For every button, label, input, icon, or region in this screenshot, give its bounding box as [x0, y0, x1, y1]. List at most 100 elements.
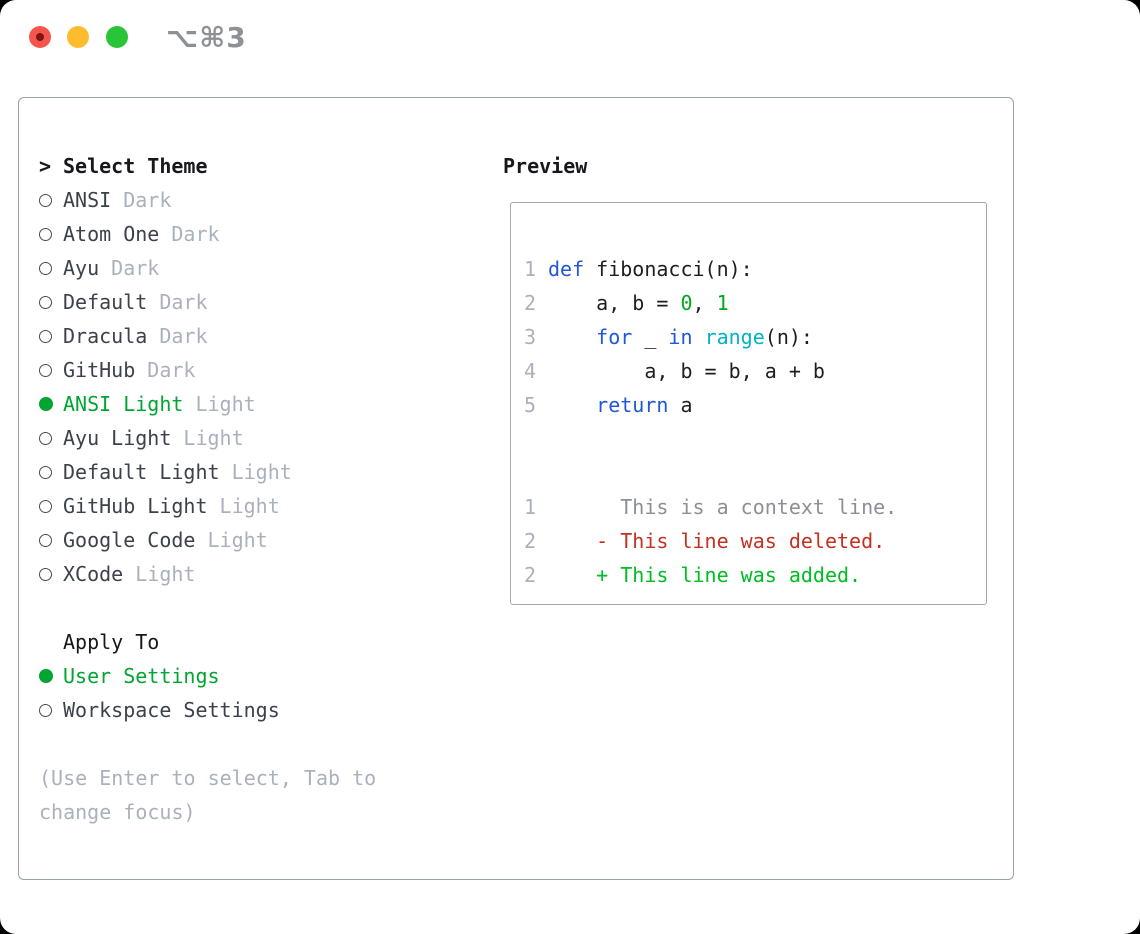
titlebar: ⌥⌘3	[0, 0, 1140, 64]
option-variant-tag: Light	[207, 494, 280, 518]
radio-selected-icon	[39, 397, 63, 411]
close-button[interactable]	[29, 26, 51, 48]
code-line: 4 a, b = b, a + b	[524, 354, 897, 388]
apply-to-option[interactable]: Workspace Settings	[39, 693, 439, 727]
code-line: 3 for _ in range(n):	[524, 320, 897, 354]
token-ctx: This is a context line.	[548, 495, 898, 519]
preview-heading: Preview	[503, 154, 588, 178]
spacer	[39, 591, 439, 625]
theme-list-heading: > Select Theme	[39, 149, 439, 183]
option-label: Ayu Light	[63, 426, 172, 450]
radio-unselected-icon	[39, 261, 63, 275]
radio-unselected-icon	[39, 499, 63, 513]
radio-unselected-icon	[39, 295, 63, 309]
line-number: 1	[524, 495, 537, 519]
token-add: + This line was added.	[548, 563, 862, 587]
option-variant-tag: Dark	[135, 358, 196, 382]
code-line	[524, 456, 897, 490]
option-label: Dracula	[63, 324, 148, 348]
apply-to-label: Apply To	[63, 630, 160, 654]
option-label: XCode	[63, 562, 124, 586]
option-variant-tag: Dark	[147, 290, 208, 314]
option-label: ANSI	[63, 188, 112, 212]
theme-option[interactable]: GitHub Light Light	[39, 489, 439, 523]
option-variant-tag: Light	[195, 528, 268, 552]
radio-unselected-icon	[39, 567, 63, 581]
option-variant-tag: Dark	[99, 256, 160, 280]
theme-option[interactable]: Dracula Dark	[39, 319, 439, 353]
option-label: Atom One	[63, 222, 160, 246]
theme-option[interactable]: Default Dark	[39, 285, 439, 319]
token-kw: def	[548, 257, 585, 281]
option-variant-tag: Dark	[111, 188, 172, 212]
token-pl: _	[632, 325, 669, 349]
apply-to-option[interactable]: User Settings	[39, 659, 439, 693]
option-variant-tag: Light	[123, 562, 196, 586]
token-pl: ,	[692, 291, 717, 315]
theme-option[interactable]: Ayu Light Light	[39, 421, 439, 455]
option-label: Workspace Settings	[63, 698, 280, 722]
theme-option[interactable]: XCode Light	[39, 557, 439, 591]
token-pl	[548, 325, 596, 349]
code-line: 2 a, b = 0, 1	[524, 286, 897, 320]
line-number: 4	[524, 359, 537, 383]
token-kw: return	[596, 393, 669, 417]
line-number: 5	[524, 393, 537, 417]
code-line: 2 + This line was added.	[524, 558, 897, 592]
minimize-button[interactable]	[67, 26, 89, 48]
token-kw: in	[668, 325, 693, 349]
zoom-button[interactable]	[106, 26, 128, 48]
token-num: 0	[680, 291, 693, 315]
line-number: 2	[524, 291, 537, 315]
line-number: 1	[524, 257, 537, 281]
code-line	[524, 422, 897, 456]
help-text: (Use Enter to select, Tab to change focu…	[39, 766, 377, 824]
token-pl	[693, 325, 705, 349]
code-line: 1 This is a context line.	[524, 490, 897, 524]
theme-option[interactable]: ANSI Light Light	[39, 387, 439, 421]
theme-option[interactable]: Google Code Light	[39, 523, 439, 557]
option-label: Google Code	[63, 528, 196, 552]
option-variant-tag: Dark	[159, 222, 220, 246]
option-label: Default	[63, 290, 148, 314]
option-label: GitHub	[63, 358, 136, 382]
theme-option[interactable]: Default Light Light	[39, 455, 439, 489]
apply-to-heading: Apply To	[39, 625, 439, 659]
keyboard-shortcut-label: ⌥⌘3	[166, 21, 247, 54]
option-label: User Settings	[63, 664, 220, 688]
spacer	[39, 727, 439, 761]
theme-option[interactable]: Atom One Dark	[39, 217, 439, 251]
token-kw: for	[596, 325, 633, 349]
theme-option[interactable]: Ayu Dark	[39, 251, 439, 285]
radio-unselected-icon	[39, 431, 63, 445]
radio-unselected-icon	[39, 465, 63, 479]
token-fn: range	[704, 325, 765, 349]
option-variant-tag: Light	[171, 426, 244, 450]
radio-unselected-icon	[39, 227, 63, 241]
line-number: 3	[524, 325, 537, 349]
token-pl	[548, 393, 596, 417]
option-variant-tag: Dark	[147, 324, 208, 348]
radio-unselected-icon	[39, 533, 63, 547]
radio-unselected-icon	[39, 363, 63, 377]
token-pl: a, b =	[548, 291, 681, 315]
radio-unselected-icon	[39, 193, 63, 207]
token-pl: a	[668, 393, 693, 417]
option-variant-tag: Light	[183, 392, 256, 416]
option-variant-tag: Light	[219, 460, 292, 484]
theme-option[interactable]: GitHub Dark	[39, 353, 439, 387]
token-num: 1	[716, 291, 729, 315]
token-del: - This line was deleted.	[548, 529, 886, 553]
theme-option[interactable]: ANSI Dark	[39, 183, 439, 217]
token-pl: (n):	[764, 325, 813, 349]
token-pl: a, b = b, a + b	[548, 359, 825, 383]
prompt-caret-icon: >	[39, 154, 52, 178]
line-number: 2	[524, 563, 537, 587]
